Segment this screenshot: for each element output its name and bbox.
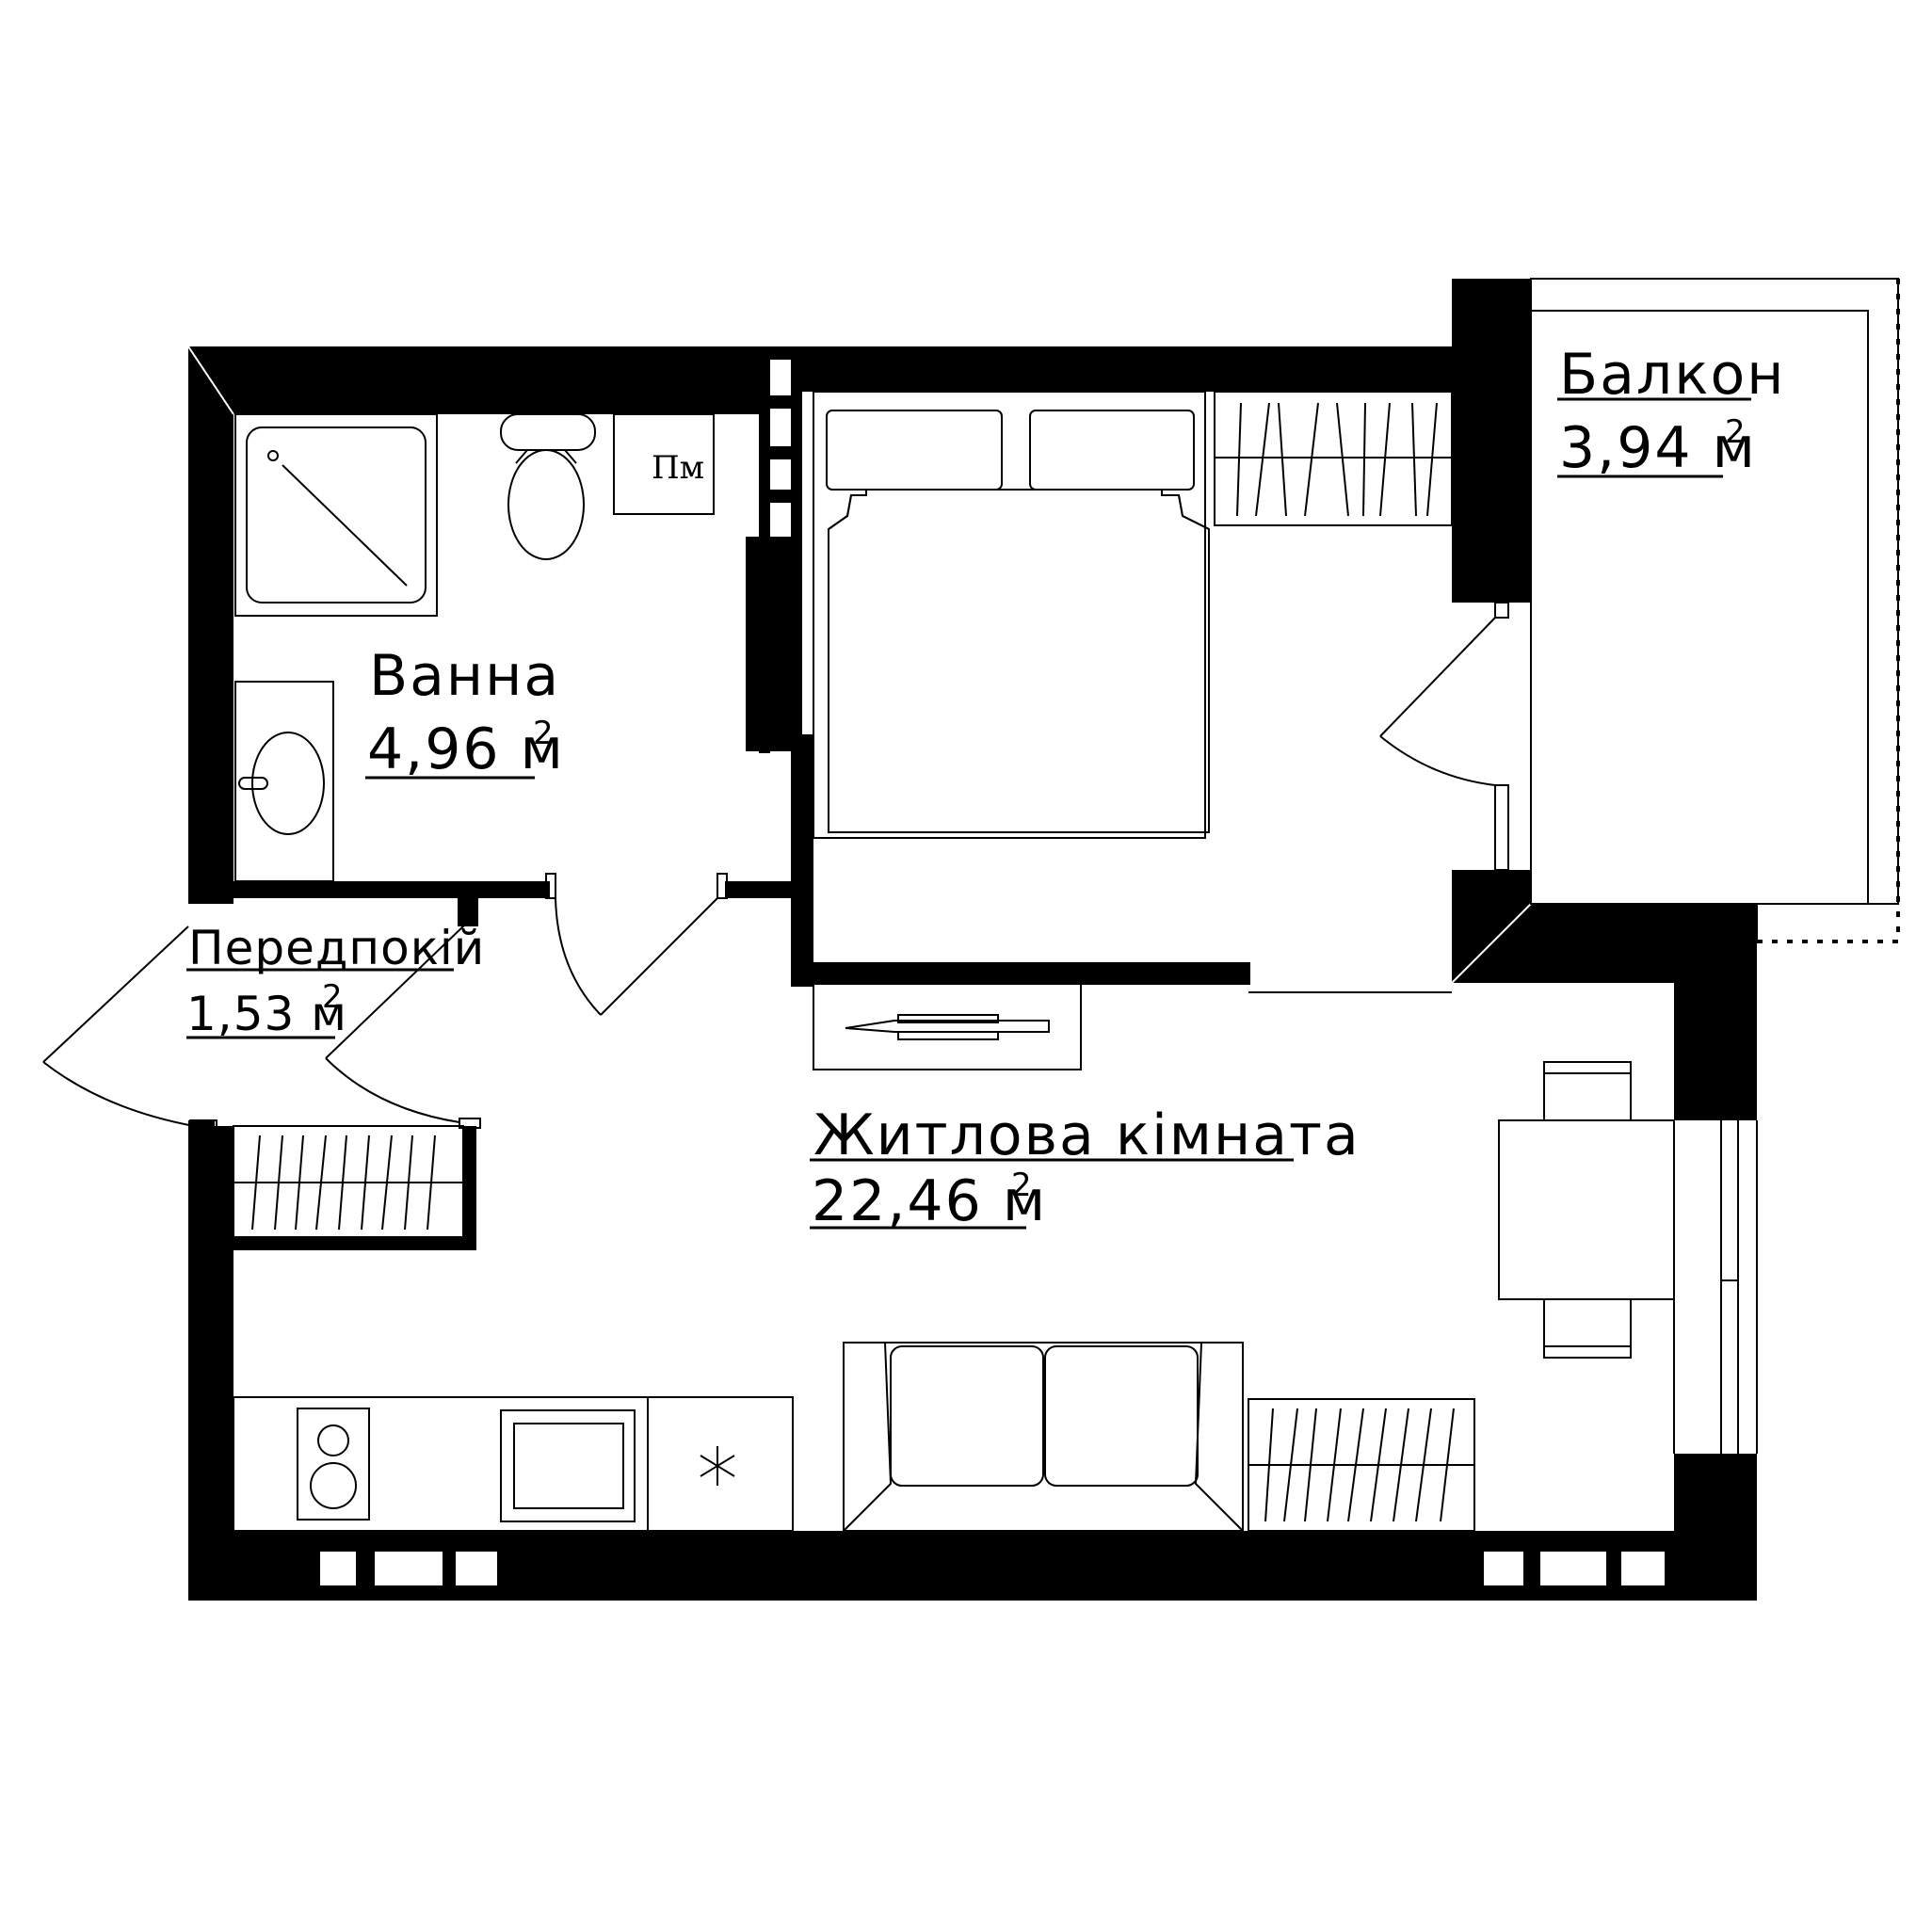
washing-machine: Пм (613, 413, 715, 515)
hall-door[interactable] (325, 924, 481, 1129)
wall-bath-stub (458, 898, 478, 926)
entrance-door[interactable] (42, 925, 217, 1129)
dining-table (1498, 1061, 1675, 1359)
hallway-name: Передпокій (188, 921, 485, 975)
wall-balcony-column-lower (1452, 870, 1531, 983)
cooktop (297, 1408, 370, 1521)
windows-bottom (307, 1542, 1678, 1601)
wall-pier-sep2 (759, 446, 802, 459)
living-area-sup: 2 (1011, 1167, 1032, 1204)
label-bathroom: Ванна 4,96 м 2 (365, 643, 565, 782)
window-right (1673, 1120, 1758, 1454)
wall-bath-bottom-left (233, 881, 550, 898)
living-name: Житлова кімната (813, 1102, 1360, 1168)
wardrobe-living (1248, 1398, 1475, 1532)
washbasin (234, 681, 334, 882)
wardrobe-hall (233, 1125, 464, 1238)
wall-pier-top (759, 346, 802, 360)
wall-pier-sep1 (759, 395, 802, 409)
bed (813, 391, 1210, 839)
fridge-snowflake-icon (700, 1446, 735, 1486)
sofa (843, 1342, 1244, 1532)
balcony (1530, 278, 1900, 943)
label-living: Житлова кімната 22,46 м 2 (810, 1102, 1360, 1234)
wall-right-upper (1674, 904, 1757, 1120)
shower-tray (234, 413, 438, 617)
balcony-door[interactable] (1379, 602, 1509, 871)
bathroom-area: 4,96 м (367, 716, 565, 782)
balcony-area-sup: 2 (1725, 413, 1746, 451)
tv-stand (813, 982, 1082, 1070)
wall-top-left (188, 346, 759, 414)
wall-closet-right (463, 1126, 476, 1250)
balcony-name: Балкон (1559, 342, 1785, 408)
wall-bath-bottom-right (725, 881, 802, 898)
wardrobe-bedroom (1214, 391, 1453, 526)
toilet (500, 413, 596, 560)
bathroom-door[interactable] (545, 873, 728, 1016)
wall-bed-left (791, 734, 813, 987)
wall-left-lower (188, 1126, 233, 1601)
label-balcony: Балкон 3,94 м 2 (1557, 342, 1785, 481)
wall-closet-bottom (233, 1237, 476, 1250)
sink (500, 1409, 636, 1522)
walls (188, 279, 1757, 1601)
washing-machine-label: Пм (652, 449, 704, 487)
wall-balcony-column-upper (1452, 279, 1531, 603)
bathroom-area-sup: 2 (533, 715, 554, 752)
living-area: 22,46 м (812, 1168, 1047, 1234)
wall-door-jamb (188, 1120, 215, 1128)
label-hallway: Передпокій 1,53 м 2 (186, 921, 485, 1041)
wall-bath-bed (746, 537, 802, 751)
kitchen-counter (233, 1396, 794, 1532)
wall-left-upper (188, 346, 233, 904)
wall-pier-sep3 (759, 490, 802, 503)
hallway-area: 1,53 м (186, 987, 347, 1041)
bathroom-name: Ванна (369, 643, 560, 709)
wall-bed-bottom (791, 962, 1250, 985)
wall-top-right (802, 346, 1452, 392)
balcony-area: 3,94 м (1559, 415, 1757, 481)
wall-corner-diagonals (187, 346, 1532, 984)
hallway-area-sup: 2 (322, 978, 343, 1016)
